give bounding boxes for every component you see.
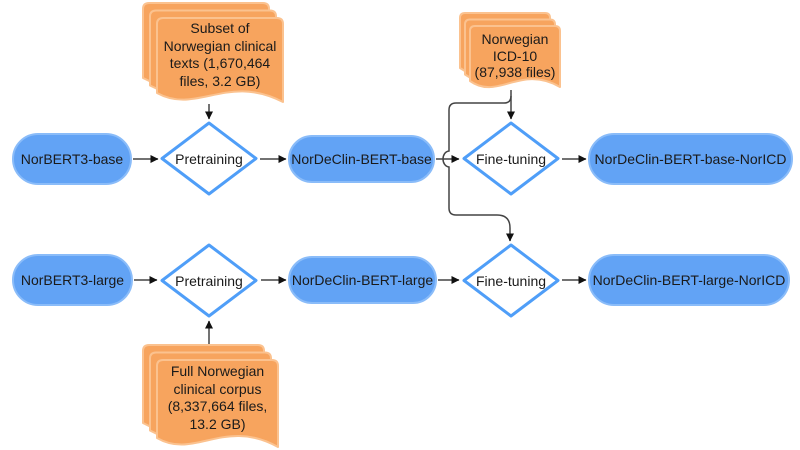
diamond-shape [462,243,560,318]
doc-line: (87,938 files) [474,64,556,80]
doc-subset-clinical-texts-label: Subset of Norwegian clinical texts (1,67… [157,18,283,90]
node-pretraining-large: Pretraining [159,243,259,318]
node-finetuning-large: Fine-tuning [461,243,561,318]
node-norbert3-base: NorBERT3-base [12,133,132,185]
doc-line: (8,337,664 files, [167,398,268,414]
doc-norwegian-icd10-label: Norwegian ICD-10 (87,938 files) [470,26,560,81]
node-pretraining-base: Pretraining [159,121,259,196]
node-pretraining-large-label: Pretraining [175,272,243,289]
arrow-icd10-to-finetuning-large [442,95,514,242]
doc-line: Full Norwegian [170,363,265,379]
diamond-shape [160,121,258,196]
doc-line: texts (1,670,464 [169,55,271,71]
diamond-shape [160,243,258,318]
node-nordeclin-bert-base-label: NorDeClin-BERT-base [291,151,432,167]
node-nordeclin-bert-base-noricd: NorDeClin-BERT-base-NorICD [588,133,793,185]
node-finetuning-large-label: Fine-tuning [475,272,547,289]
node-norbert3-large: NorBERT3-large [12,254,133,306]
node-finetuning-base: Fine-tuning [461,121,561,196]
node-finetuning-base-label: Fine-tuning [475,150,547,167]
node-norbert3-base-label: NorBERT3-base [20,151,124,167]
node-nordeclin-bert-base: NorDeClin-BERT-base [288,135,435,183]
document-stack-icon [459,12,561,89]
document-stack-icon [142,2,284,103]
diamond-shape [462,121,560,196]
doc-line: ICD-10 [492,47,538,64]
doc-line: Norwegian clinical [163,37,277,54]
doc-line: Norwegian [481,31,549,47]
doc-line: Subset of [190,20,250,36]
node-norbert3-large-label: NorBERT3-large [20,272,125,288]
node-nordeclin-bert-large-label: NorDeClin-BERT-large [291,272,434,288]
node-nordeclin-bert-base-noricd-label: NorDeClin-BERT-base-NorICD [594,151,787,167]
doc-subset-clinical-texts: Subset of Norwegian clinical texts (1,67… [142,2,288,114]
doc-norwegian-icd10: Norwegian ICD-10 (87,938 files) [459,12,567,100]
node-nordeclin-bert-large: NorDeClin-BERT-large [288,256,437,304]
doc-full-clinical-corpus: Full Norwegian clinical corpus (8,337,66… [142,344,283,450]
node-nordeclin-bert-large-noricd: NorDeClin-BERT-large-NorICD [588,254,790,306]
node-nordeclin-bert-large-noricd-label: NorDeClin-BERT-large-NorICD [592,272,786,288]
node-pretraining-base-label: Pretraining [175,150,243,167]
doc-full-clinical-corpus-label: Full Norwegian clinical corpus (8,337,66… [157,360,278,433]
doc-line: clinical corpus [173,380,262,397]
doc-line: 13.2 GB) [189,415,246,432]
doc-line: files, 3.2 GB) [179,72,261,89]
document-stack-icon [142,344,279,448]
